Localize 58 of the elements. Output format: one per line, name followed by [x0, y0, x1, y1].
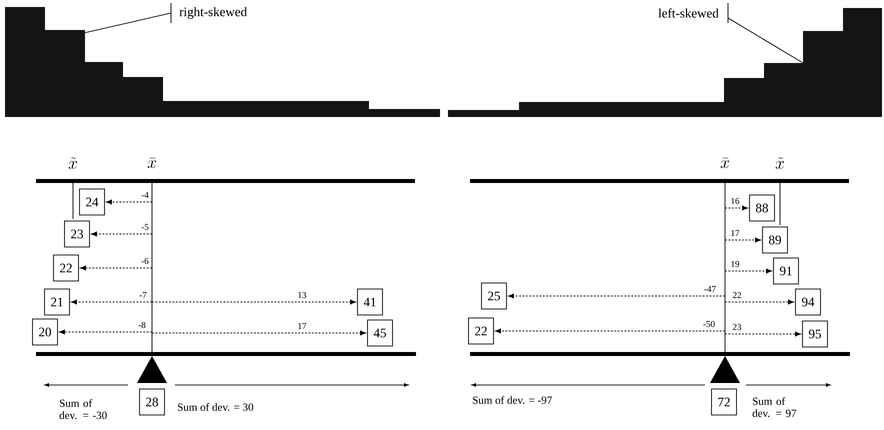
- value-box: 28: [139, 388, 165, 416]
- edge-label: 17: [297, 322, 307, 330]
- caption-text: right-skewed: [179, 7, 247, 19]
- histogram-drawing: [448, 8, 882, 117]
- value-box: 72: [711, 388, 737, 416]
- edge-label: 19: [730, 260, 740, 268]
- value-box: 22: [468, 318, 494, 344]
- value-box: 91: [773, 258, 799, 284]
- histogram-drawing: [5, 7, 440, 117]
- value-box: 22: [53, 254, 79, 282]
- deviation-arrow: [724, 238, 761, 242]
- symbol-label: $\tilde{x}$: [68, 157, 78, 169]
- symbol-label: $\tilde{x}$: [776, 157, 784, 169]
- sum-label: Sum of dev. = -30: [60, 399, 107, 420]
- deviation-arrow: [495, 328, 726, 334]
- sum-label: Sum of dev. = 30: [178, 403, 254, 411]
- edge-label: -6: [140, 257, 150, 265]
- edge-label: -50: [702, 320, 716, 328]
- deviation-arrow: [59, 330, 152, 334]
- value-box: 94: [795, 288, 821, 316]
- value-box: 41: [357, 288, 383, 316]
- deviation-arrow: [71, 300, 152, 304]
- value-box: 25: [481, 282, 507, 310]
- symbol-label: $\bar{x}$: [720, 158, 730, 168]
- value-box: 88: [749, 194, 775, 222]
- caption-text: left-skewed: [658, 8, 719, 18]
- edge-label: 17: [730, 230, 740, 236]
- deviation-arrow: [724, 300, 794, 304]
- symbol-label: $\bar{x}$: [148, 158, 156, 168]
- value-box: 45: [367, 320, 393, 346]
- deviation-arrow: [724, 268, 772, 274]
- deviation-arrow: [152, 330, 366, 336]
- deviation-arrow: [106, 200, 152, 204]
- edge-label: 23: [732, 323, 742, 331]
- deviation-arrow: [508, 294, 726, 298]
- leader-line: [84, 12, 172, 34]
- edge-label: 22: [732, 292, 742, 298]
- value-box: 89: [762, 226, 788, 254]
- value-box: 21: [44, 288, 70, 316]
- edge-label: -7: [138, 292, 148, 298]
- value-box: 20: [32, 318, 58, 346]
- value-box: 24: [79, 188, 105, 216]
- deviation-arrow: [724, 206, 748, 210]
- edge-label: -5: [140, 224, 150, 230]
- deviation-arrow: [152, 300, 356, 304]
- edge-label: -4: [140, 192, 150, 198]
- edge-label: -8: [138, 321, 146, 329]
- sum-label: Sum of dev. = -97: [472, 396, 552, 404]
- deviation-arrow: [91, 232, 152, 236]
- value-box: 23: [64, 220, 90, 248]
- sum-label: Sum of dev. = 97: [752, 397, 796, 418]
- edge-label: 13: [297, 291, 307, 299]
- leader-line: [728, 18, 804, 64]
- deviation-arrow: [724, 332, 801, 336]
- edge-label: -47: [704, 286, 716, 292]
- deviation-arrow: [80, 266, 152, 270]
- edge-label: 16: [730, 197, 740, 205]
- value-box: 95: [802, 320, 828, 348]
